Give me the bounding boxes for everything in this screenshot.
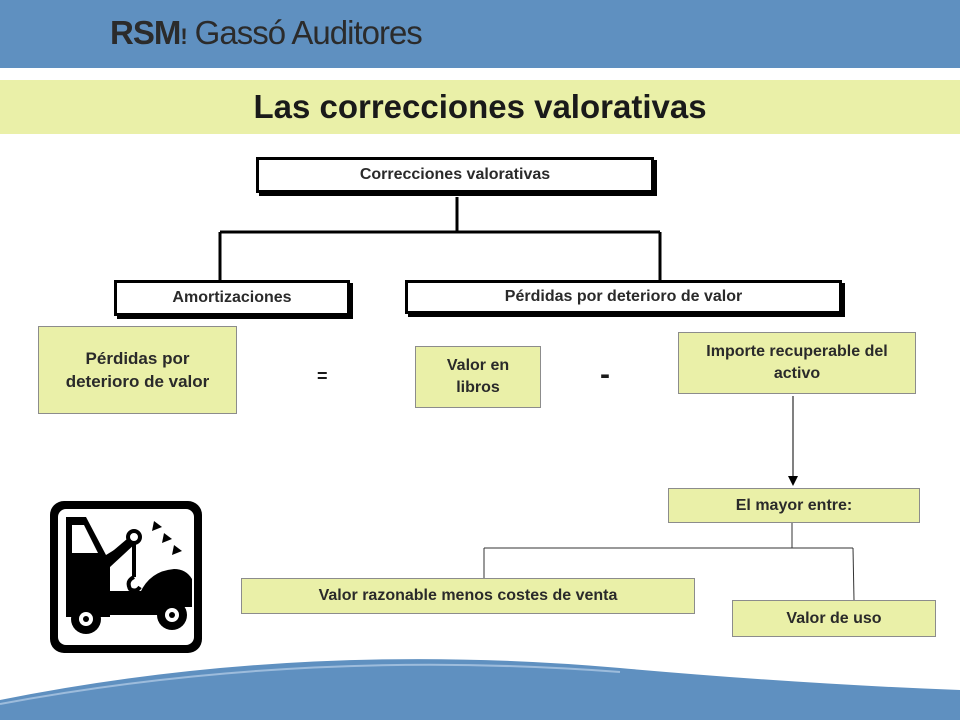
logo-company-name: Gassó Auditores <box>194 14 423 51</box>
value-in-use-box: Valor de uso <box>732 600 936 637</box>
tow-truck-icon <box>50 501 202 653</box>
impairment-loss-box: Pérdidas por deterioro de valor <box>38 326 237 414</box>
value-in-use-drop-line <box>852 547 855 601</box>
greater-of-box: El mayor entre: <box>668 488 920 523</box>
company-logo: RSM! Gassó Auditores <box>110 14 423 54</box>
amortizaciones-node: Amortizaciones <box>114 280 350 316</box>
page-title: Las correcciones valorativas <box>253 88 707 125</box>
logo-brand: RSM <box>110 14 181 51</box>
header-band <box>0 0 960 68</box>
deterioro-node: Pérdidas por deterioro de valor <box>405 280 842 314</box>
book-value-box: Valor en libros <box>415 346 541 408</box>
title-band <box>0 80 960 134</box>
minus-sign: - <box>600 358 610 391</box>
logo-mark: ! <box>180 24 187 49</box>
equals-sign: = <box>317 366 328 386</box>
recoverable-amount-box: Importe recuperable del activo <box>678 332 916 394</box>
recoverable-arrow-head <box>788 476 798 486</box>
fair-value-box: Valor razonable menos costes de venta <box>241 578 695 614</box>
root-node: Correcciones valorativas <box>256 157 654 193</box>
